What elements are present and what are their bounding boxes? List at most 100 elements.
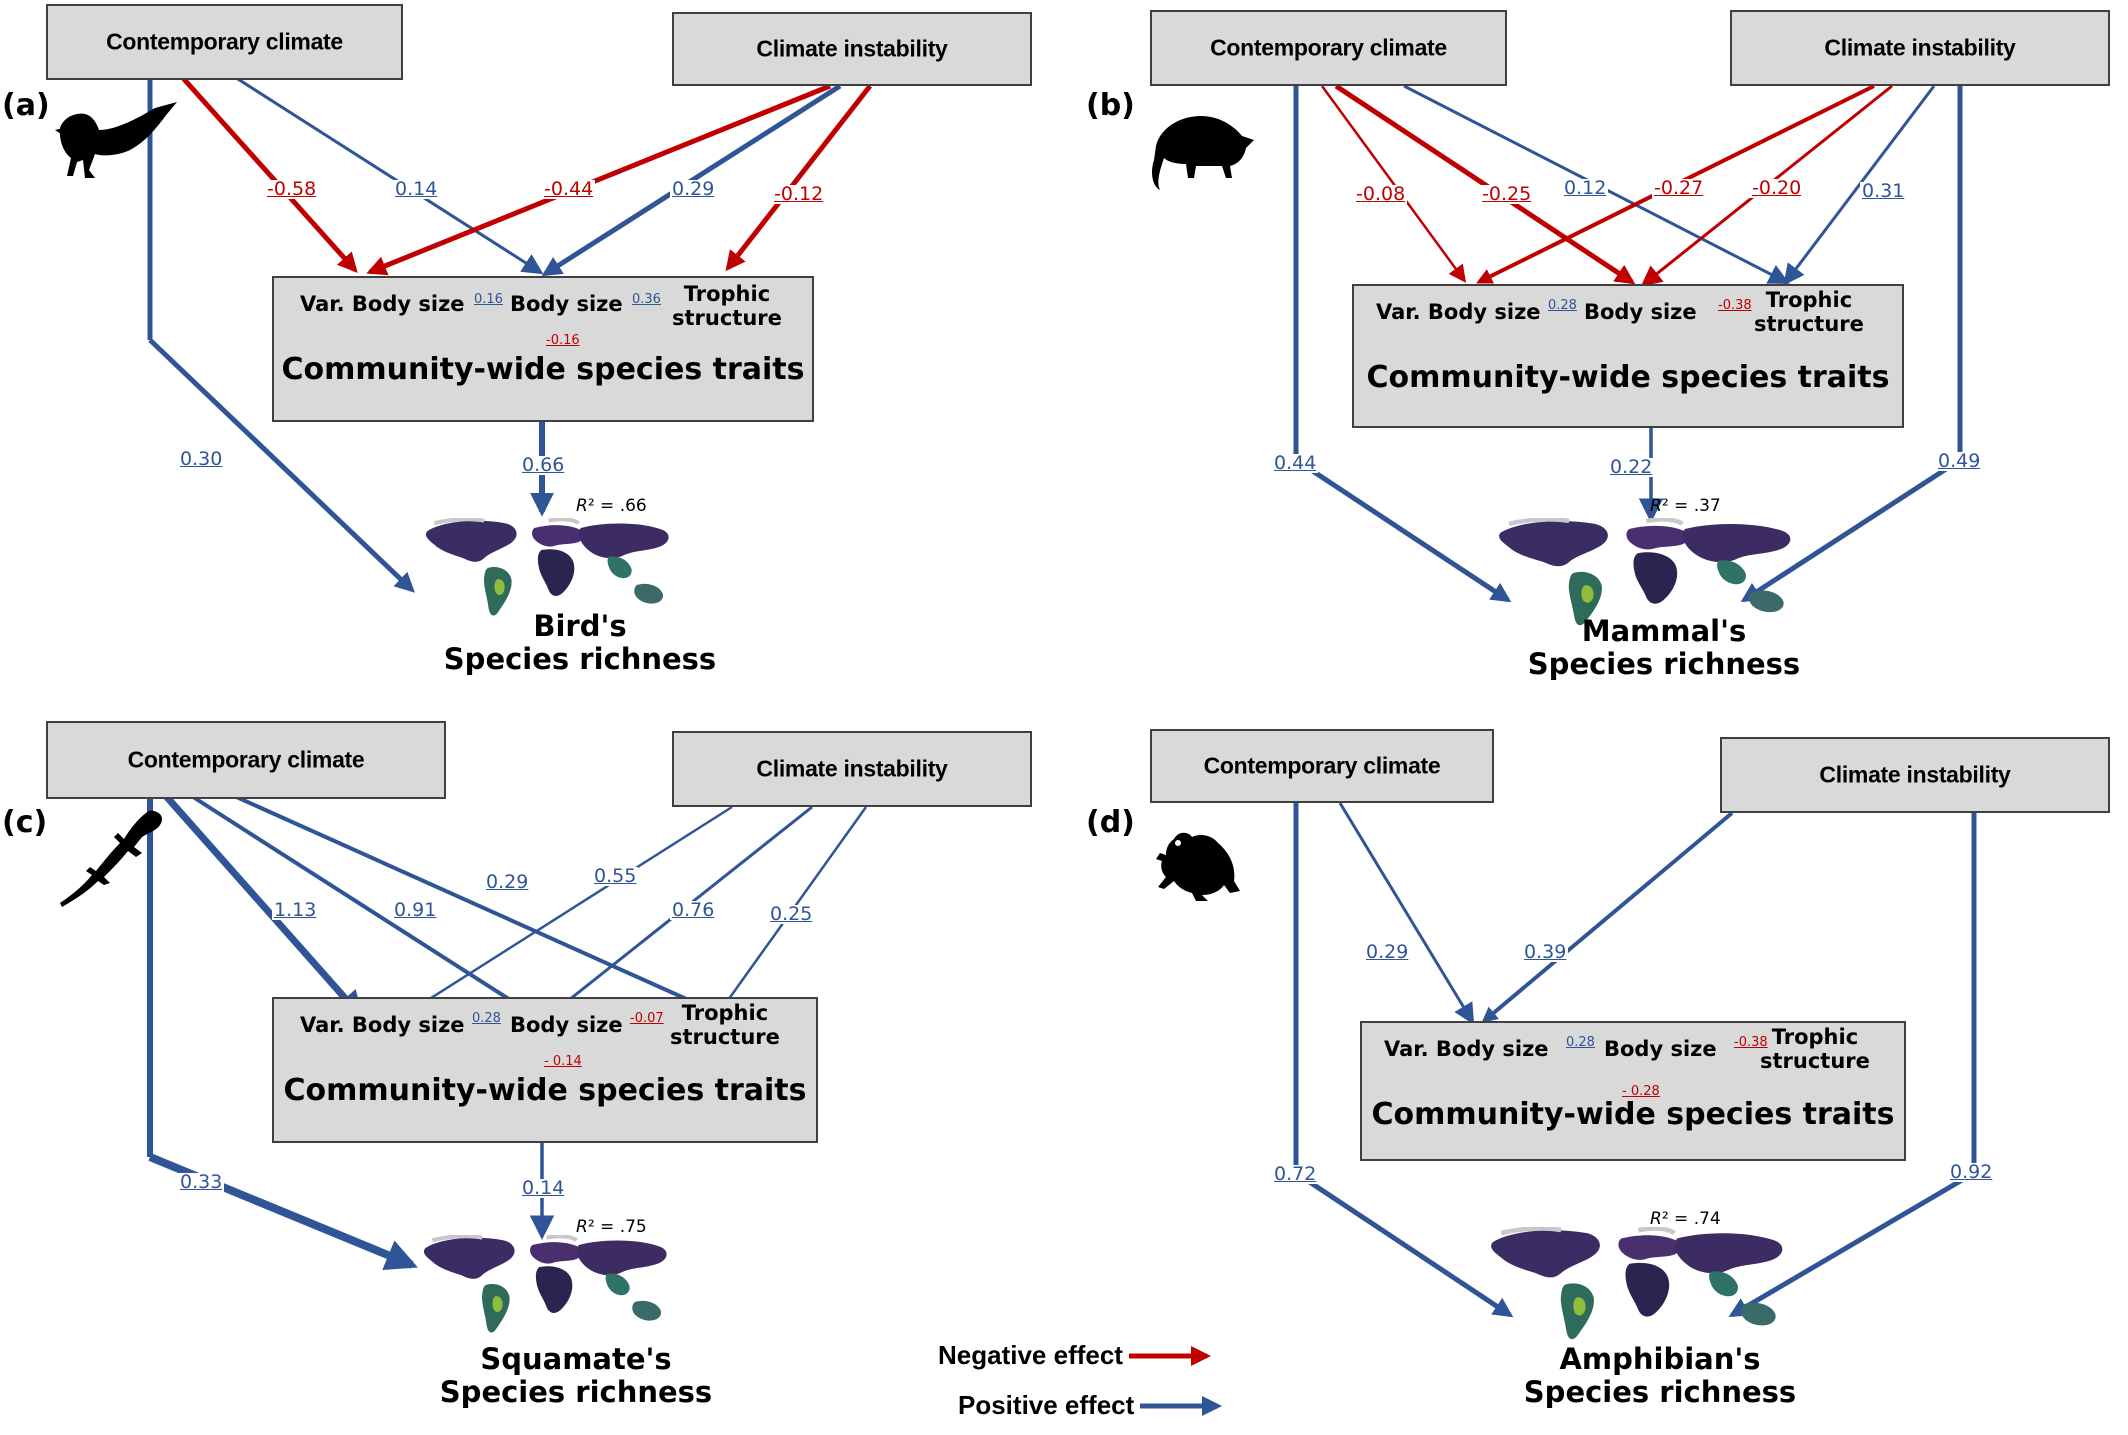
contemporary-climate-box: Contemporary climate <box>46 4 403 80</box>
panel-b: Contemporary climate Climate instability… <box>1064 0 2128 717</box>
r-squared-value: .66 <box>619 496 647 516</box>
r-squared: R² = .75 <box>576 1217 647 1237</box>
contemporary-climate-label: Contemporary climate <box>127 746 365 773</box>
richness-text: Species richness <box>1527 647 1801 682</box>
coef-ci-bodysize: 0.29 <box>670 178 717 200</box>
positive-arrow-icon <box>1140 1395 1223 1416</box>
traits-title: Community-wide species traits <box>1371 1097 1895 1132</box>
coef-varbody-bodysize: 0.28 <box>470 1011 503 1026</box>
coef-ci-varbody: 0.39 <box>1522 941 1569 963</box>
var-body-size-label: Var. Body size <box>1384 1037 1549 1061</box>
community-traits-box: Var. Body size 0.28 Body size -0.38 Trop… <box>1352 284 1904 428</box>
coef-ci-bodysize: -0.20 <box>1750 177 1804 199</box>
community-traits-box: Var. Body size 0.28 Body size -0.38 Trop… <box>1360 1021 1906 1161</box>
coef-cc-richness: 0.72 <box>1272 1163 1319 1185</box>
richness-taxon: Squamate's <box>480 1342 672 1376</box>
richness-label: Squamate's Species richness <box>346 1342 806 1410</box>
r-squared: R² = .74 <box>1650 1209 1721 1229</box>
coef-bodysize-trophic: -0.38 <box>1732 1035 1770 1050</box>
panel-label: (c) <box>2 805 48 840</box>
trophic-line-2: structure <box>1760 1049 1870 1074</box>
traits-title: Community-wide species traits <box>1366 360 1890 395</box>
coef-cc-varbody: 1.13 <box>272 899 319 921</box>
richness-map <box>1484 1227 1784 1342</box>
trophic-line-1: Trophic <box>1771 1025 1859 1049</box>
climate-instability-box: Climate instability <box>1730 10 2110 86</box>
panel-c: Contemporary climate Climate instability… <box>0 717 1064 1434</box>
climate-instability-box: Climate instability <box>672 731 1032 807</box>
climate-instability-label: Climate instability <box>756 755 948 782</box>
legend-negative: Negative effect <box>938 1340 1217 1371</box>
trophic-structure-label: Trophic structure <box>1754 288 1864 336</box>
richness-label: Mammal's Species richness <box>1444 614 1884 682</box>
coef-cc-trophic: 0.29 <box>484 871 531 893</box>
coef-ci-varbody: 0.55 <box>592 865 639 887</box>
coef-varbody-bodysize: 0.28 <box>1564 1035 1597 1050</box>
trophic-structure-label: Trophic structure <box>672 282 782 330</box>
contemporary-climate-box: Contemporary climate <box>1150 10 1507 86</box>
richness-label: Amphibian's Species richness <box>1430 1342 1890 1410</box>
contemporary-climate-label: Contemporary climate <box>1210 34 1447 61</box>
richness-text: Species richness <box>443 642 717 677</box>
community-traits-box: Var. Body size 0.16 Body size 0.36 Troph… <box>272 276 814 422</box>
coef-traits-richness: 0.22 <box>1608 456 1655 478</box>
panel-a: Contemporary climate Climate instability… <box>0 0 1064 717</box>
coef-cc-trophic: 0.12 <box>1562 177 1609 199</box>
trophic-structure-label: Trophic structure <box>670 1001 780 1049</box>
coef-bodysize-trophic: -0.38 <box>1716 298 1754 313</box>
coef-ci-bodysize: 0.76 <box>670 899 717 921</box>
frog-icon <box>1156 832 1240 901</box>
var-body-size-label: Var. Body size <box>300 292 465 316</box>
richness-taxon: Amphibian's <box>1559 1342 1761 1376</box>
panel-label: (b) <box>1086 88 1135 123</box>
coef-ci-trophic: 0.31 <box>1860 180 1907 202</box>
trophic-line-2: structure <box>672 306 782 331</box>
panel-label: (a) <box>2 88 50 123</box>
coef-cc-richness: 0.44 <box>1272 452 1319 474</box>
richness-label: Bird's Species richness <box>370 609 790 677</box>
community-traits-box: Var. Body size 0.28 Body size -0.07 Trop… <box>272 997 818 1143</box>
traits-title: Community-wide species traits <box>283 1073 807 1108</box>
body-size-label: Body size <box>510 1013 623 1037</box>
contemporary-climate-box: Contemporary climate <box>1150 729 1494 803</box>
contemporary-climate-label: Contemporary climate <box>106 28 343 55</box>
traits-title: Community-wide species traits <box>281 352 805 387</box>
trophic-line-2: structure <box>1754 312 1864 337</box>
contemporary-climate-box: Contemporary climate <box>46 721 446 799</box>
climate-instability-box: Climate instability <box>672 12 1032 86</box>
var-body-size-label: Var. Body size <box>1376 300 1541 324</box>
coef-ci-varbody: -0.27 <box>1652 177 1706 199</box>
richness-text: Species richness <box>439 1375 713 1410</box>
richness-map <box>420 518 670 618</box>
climate-instability-box: Climate instability <box>1720 737 2110 813</box>
r-squared-value: .75 <box>619 1217 647 1237</box>
coef-traits-richness: 0.66 <box>520 454 567 476</box>
climate-instability-label: Climate instability <box>1819 761 2011 788</box>
coef-varbody-bodysize: 0.28 <box>1546 298 1579 313</box>
richness-text: Species richness <box>1523 1375 1797 1410</box>
coef-cc-bodysize: 0.14 <box>393 178 440 200</box>
var-body-size-label: Var. Body size <box>300 1013 465 1037</box>
coef-cc-bodysize: 0.91 <box>392 899 439 921</box>
body-size-label: Body size <box>1604 1037 1717 1061</box>
coef-cc-varbody: -0.08 <box>1354 183 1408 205</box>
coef-ci-richness: 0.49 <box>1936 450 1983 472</box>
bird-icon <box>55 102 177 178</box>
coef-ci-richness: 0.92 <box>1948 1161 1995 1183</box>
lizard-icon <box>60 810 162 907</box>
r-squared-value: .74 <box>1693 1209 1721 1229</box>
coef-varbody-trophic: -0.16 <box>544 333 582 348</box>
coef-ci-trophic: 0.25 <box>768 903 815 925</box>
body-size-label: Body size <box>1584 300 1697 324</box>
coef-cc-bodysize: -0.25 <box>1480 183 1534 205</box>
coef-ci-trophic: -0.12 <box>772 183 826 205</box>
legend-positive: Positive effect <box>958 1390 1228 1421</box>
legend-negative-label: Negative effect <box>938 1340 1123 1370</box>
richness-map <box>418 1235 668 1335</box>
coef-bodysize-trophic: 0.36 <box>630 292 663 307</box>
trophic-line-1: Trophic <box>681 1001 769 1025</box>
contemporary-climate-label: Contemporary climate <box>1203 752 1441 779</box>
body-size-label: Body size <box>510 292 623 316</box>
coef-varbody-bodysize: 0.16 <box>472 292 505 307</box>
richness-map <box>1492 518 1792 628</box>
